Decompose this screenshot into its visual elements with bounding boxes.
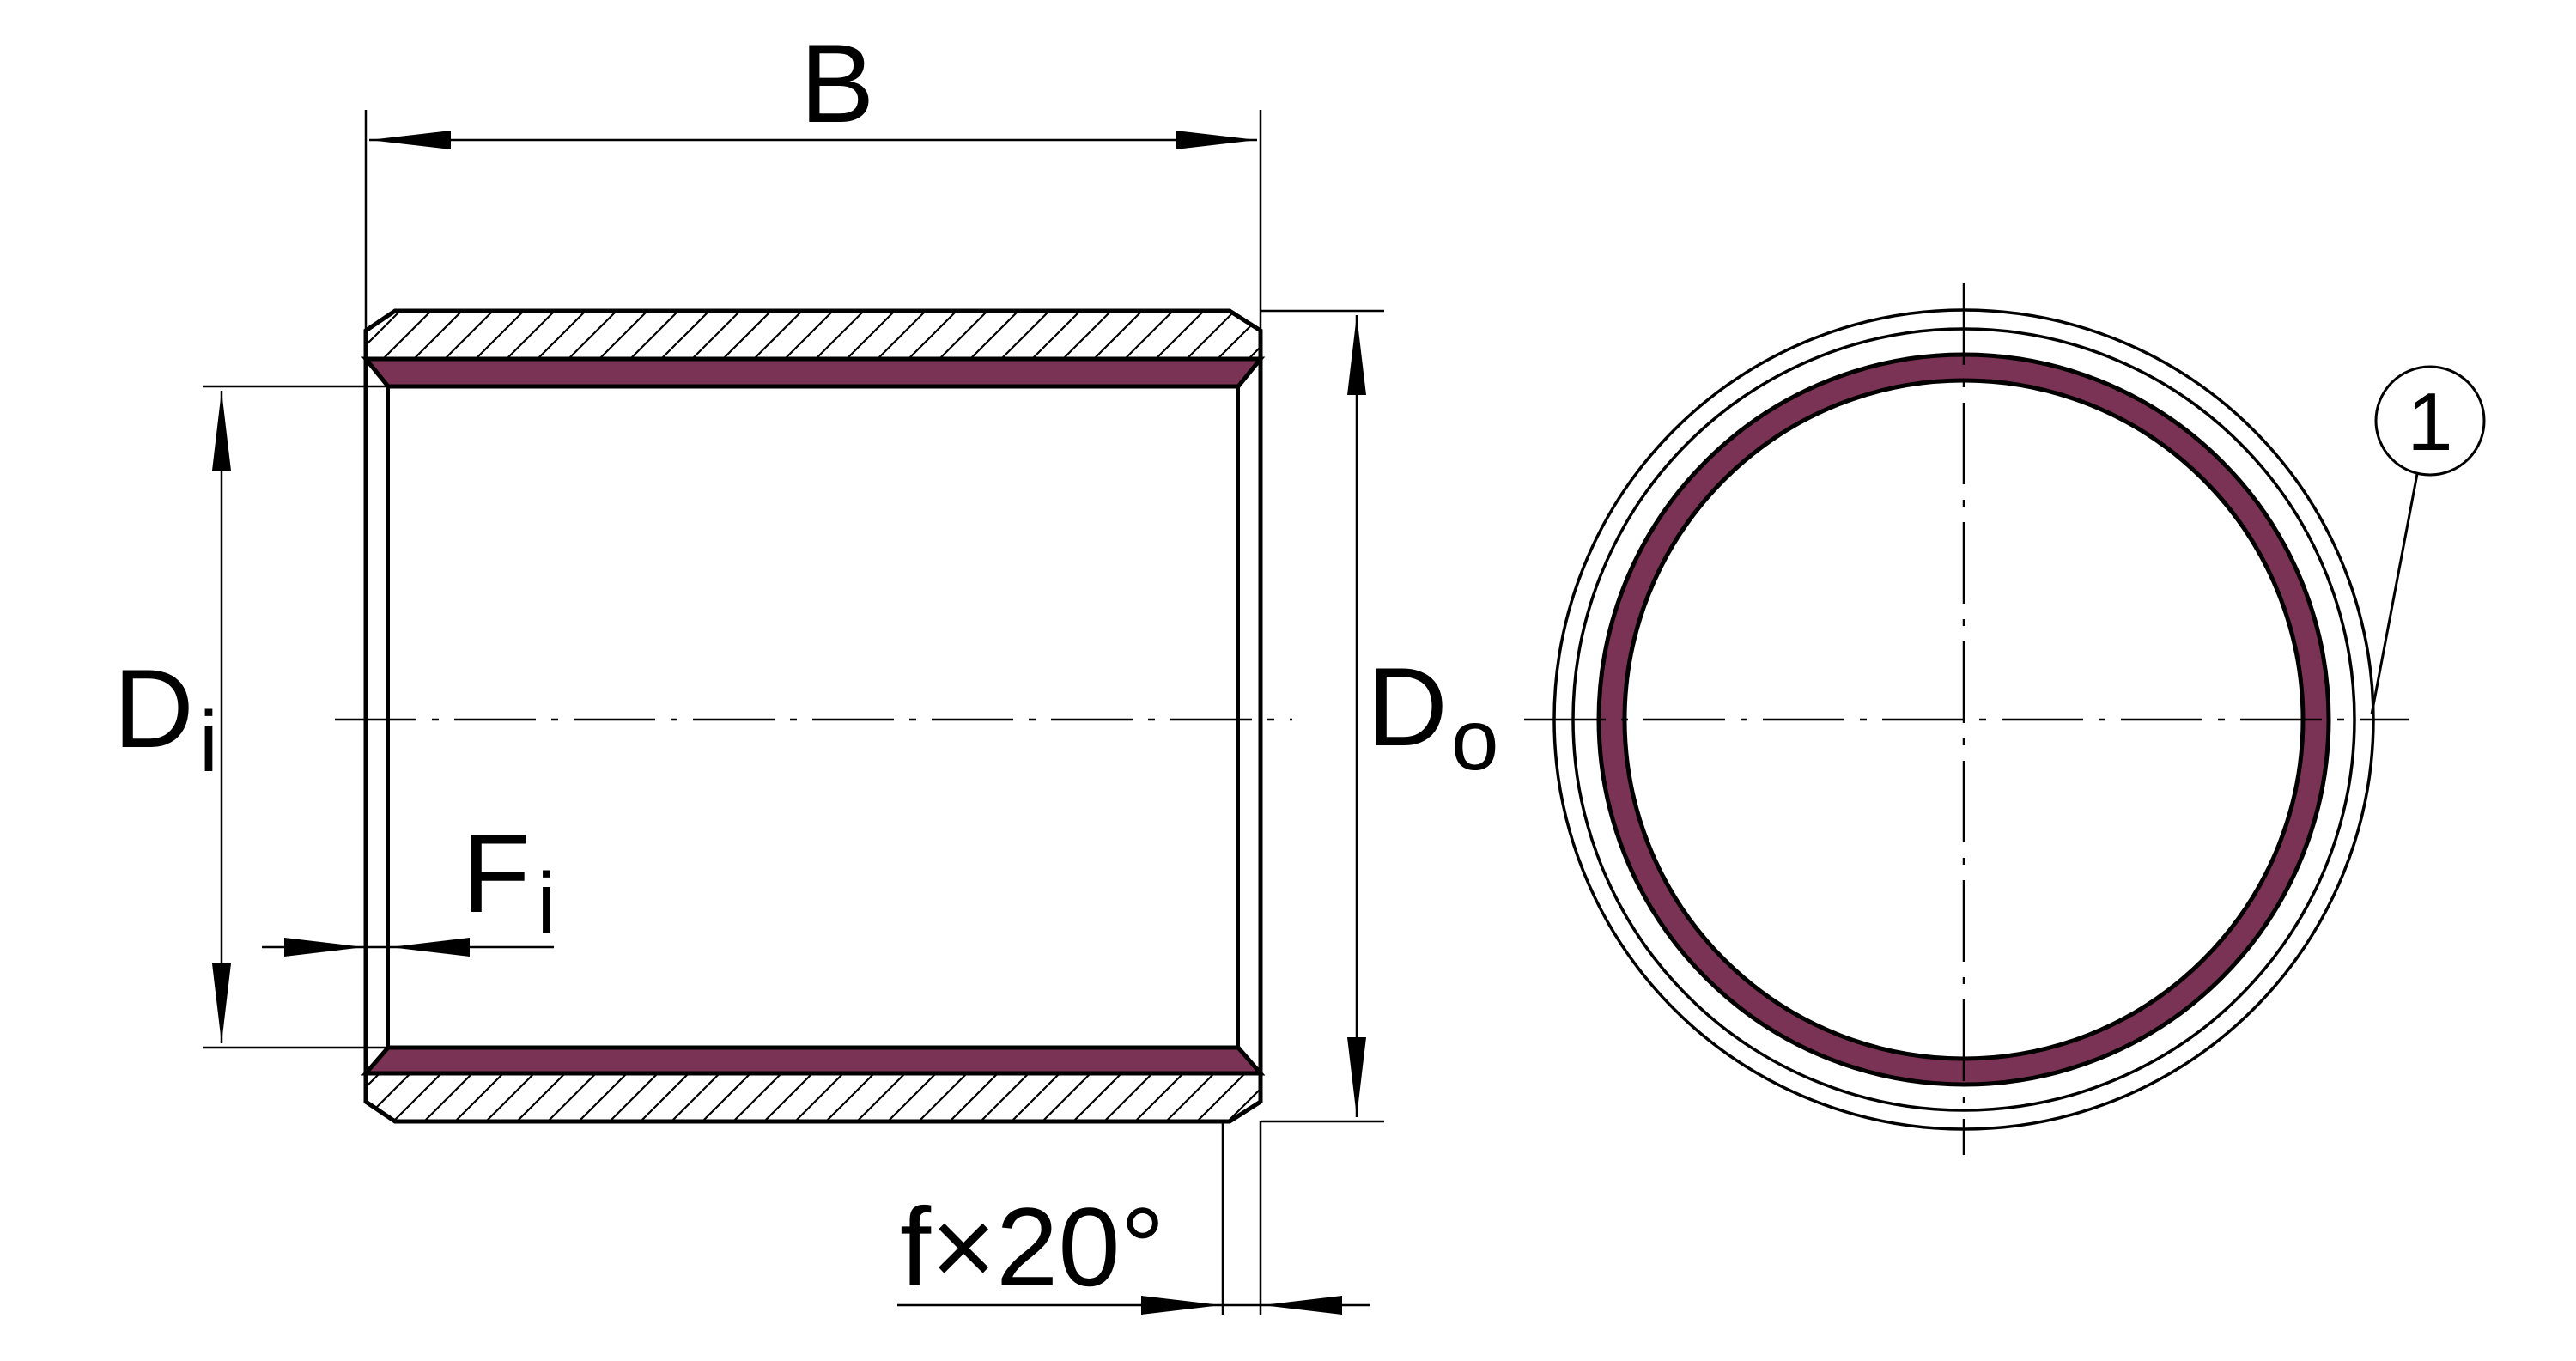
outer-diameter-arrow-top: [1347, 315, 1366, 395]
width-arrow-right: [1176, 131, 1257, 149]
outer-diameter-label: Do: [1367, 644, 1499, 788]
outer-chamfer-arrow-right: [1262, 1296, 1342, 1315]
callout-1: [2370, 365, 2486, 715]
top-sliding-layer: [361, 356, 1266, 389]
inner-diameter-dimension: [203, 385, 388, 1049]
side-section-view: [335, 308, 1292, 1124]
outer-chamfer-dimension: [897, 1121, 1370, 1315]
inner-chamfer-dimension: [262, 938, 554, 957]
callout-circle: [2374, 365, 2486, 477]
outer-diameter-dimension: [1261, 309, 1384, 1123]
end-view: [1524, 283, 2409, 1155]
inner-diameter-arrow-bottom: [212, 963, 231, 1043]
inner-chamfer-label: Fi: [462, 811, 556, 951]
bottom-steel-backing: [363, 1071, 1263, 1124]
inner-diameter-label: Di: [113, 646, 218, 790]
width-arrow-left: [369, 131, 451, 149]
outer-chamfer-arrow-left: [1141, 1296, 1221, 1315]
width-dimension: [364, 110, 1262, 331]
inner-chamfer-arrow-right: [390, 938, 470, 957]
outer-diameter-arrow-bottom: [1347, 1037, 1366, 1117]
inner-diameter-arrow-top: [212, 391, 231, 471]
bottom-sliding-layer: [361, 1045, 1266, 1076]
outer-chamfer-label: f×20°: [900, 1184, 1165, 1309]
callout-number: 1: [2407, 376, 2452, 468]
inner-chamfer-arrow-left: [284, 938, 364, 957]
width-label: B: [800, 21, 875, 146]
top-steel-backing: [363, 308, 1263, 362]
callout-leader: [2370, 473, 2419, 715]
